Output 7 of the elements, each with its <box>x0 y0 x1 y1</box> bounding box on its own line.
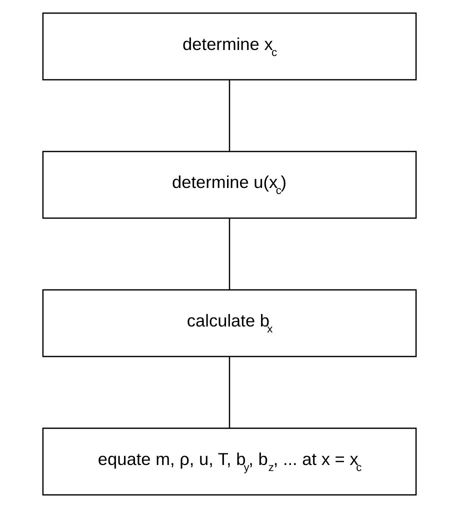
connector <box>228 80 230 152</box>
node-box: determine x$_{c}$ <box>42 12 416 80</box>
connector <box>228 356 230 428</box>
node-box: equate m, ρ, u, T, b$_{y}$, b$_{z}$, ... at x = x$_{c}$ <box>42 428 416 496</box>
connector <box>228 218 230 290</box>
node-box: determine u(x$_{c}$) <box>42 150 416 219</box>
node-box: calculate b$_{x}$ <box>42 289 416 358</box>
